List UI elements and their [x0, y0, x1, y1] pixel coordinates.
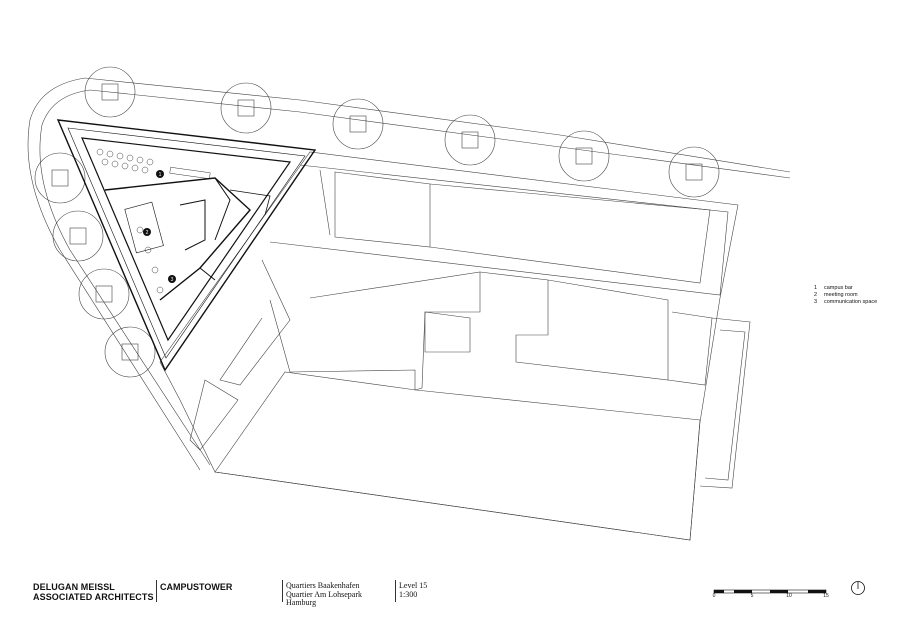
divider — [395, 580, 396, 602]
legend-label: campus bar — [824, 285, 853, 291]
marker-2: 2 — [146, 230, 149, 236]
level-info: Level 15 1:300 — [399, 581, 428, 599]
project-name: CAMPUSTOWER — [160, 582, 233, 592]
scale-tick-label: 0 — [712, 593, 716, 599]
scale-bar: 0 5 10 15 — [712, 583, 842, 603]
street-curb-inner — [39, 89, 791, 466]
legend-label: communication space — [824, 299, 878, 306]
scale-tick-label: 15 — [823, 593, 829, 599]
trees — [34, 66, 720, 378]
scale-label: 1:300 — [399, 589, 418, 599]
firm-name-line: ASSOCIATED ARCHITECTS — [33, 592, 154, 602]
tower-outline — [56, 119, 317, 372]
legend-label: meeting room — [824, 292, 858, 299]
scale-bar-graphic — [713, 589, 827, 594]
level-label: Level 15 — [399, 581, 428, 590]
marker-3: 3 — [171, 277, 174, 283]
legend: 1 campus bar 2 meeting room 3 communicat… — [814, 285, 877, 307]
scale-tick-label: 10 — [786, 593, 792, 599]
project-location: Quartiers Baakenhafen Quartier Am Lohsep… — [286, 581, 362, 608]
firm-name-line: DELUGAN MEISSL — [33, 582, 115, 592]
legend-number: 2 — [814, 292, 818, 299]
divider — [156, 580, 157, 602]
legend-item: 2 meeting room — [814, 292, 877, 299]
legend-number: 1 — [814, 285, 818, 291]
location-line: Quartier Am Lohsepark — [286, 589, 362, 599]
scale-tick-label: 5 — [750, 593, 754, 599]
legend-item: 1 campus bar — [814, 285, 877, 292]
marker-1: 1 — [159, 172, 162, 178]
location-line: Quartiers Baakenhafen — [286, 581, 360, 590]
legend-item: 3 communication space — [814, 299, 877, 306]
divider — [282, 580, 283, 602]
plan-markers: 1 2 3 — [143, 170, 176, 283]
north-arrow-icon — [851, 581, 865, 595]
street-curb — [27, 77, 791, 471]
podium-outline — [159, 151, 739, 541]
firm-name: DELUGAN MEISSL ASSOCIATED ARCHITECTS — [33, 582, 154, 602]
location-line: Hamburg — [286, 598, 317, 608]
legend-number: 3 — [814, 299, 818, 306]
